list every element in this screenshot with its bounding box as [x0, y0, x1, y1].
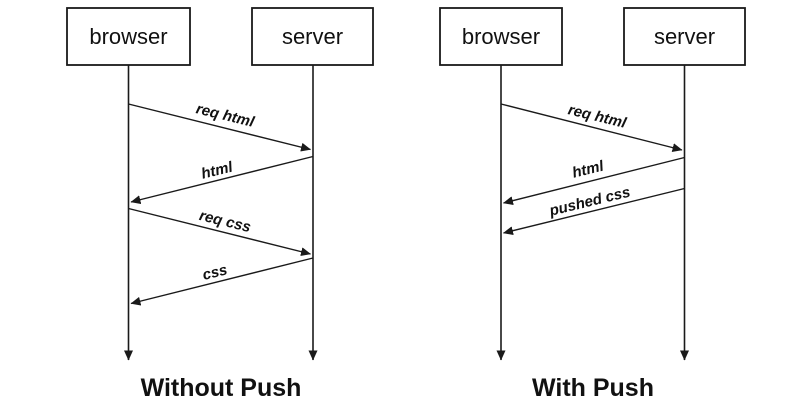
diagram-with-push: browser server req html html pushed css …: [439, 7, 746, 402]
message-arrow-html: [503, 156, 685, 206]
message-label-req-html: req html: [194, 100, 256, 131]
diagram-without-push: browser server req html html req css css…: [66, 7, 374, 402]
actor-box-server: [251, 7, 374, 66]
actor-label-server: server: [654, 24, 715, 49]
actor-label-server: server: [282, 24, 343, 49]
message-label-css: css: [201, 261, 229, 283]
message-label-req-css: req css: [198, 207, 253, 236]
message-arrow-req-css: [128, 207, 311, 257]
actor-box-browser: [66, 7, 191, 66]
message-arrow-css: [130, 257, 314, 306]
diagram-title: Without Push: [141, 374, 302, 402]
actor-box-browser: [439, 7, 563, 66]
message-label-html: html: [200, 158, 236, 182]
actor-label-browser: browser: [89, 24, 167, 49]
message-arrow-req-html: [500, 103, 683, 153]
message-arrow-req-html: [128, 103, 311, 152]
message-label-req-html: req html: [566, 101, 628, 132]
diagram-title: With Push: [532, 374, 654, 402]
message-arrow-html: [130, 155, 314, 205]
message-arrow-pushed-css: [503, 187, 685, 236]
actor-label-browser: browser: [462, 24, 540, 49]
